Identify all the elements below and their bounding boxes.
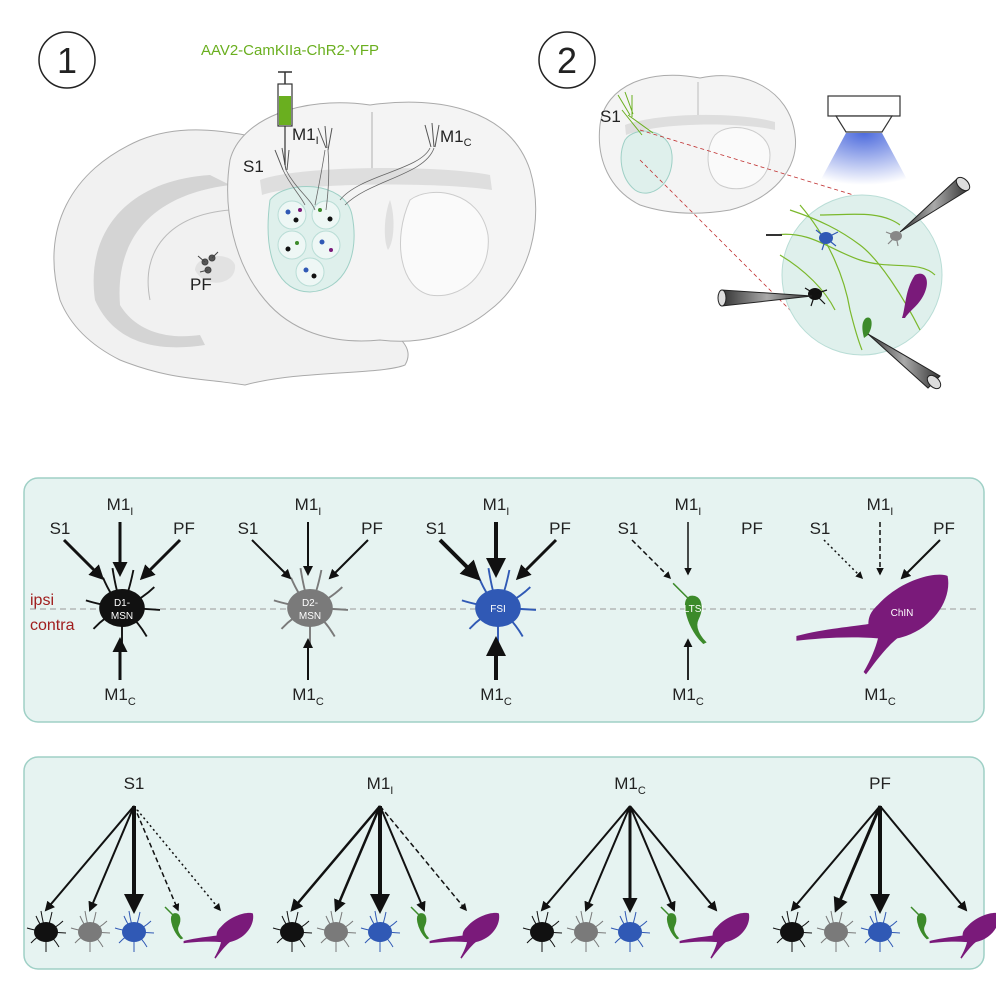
cell-label2-d1: MSN: [111, 611, 133, 622]
s1-label: S1: [243, 157, 264, 176]
microscope-objective-icon: [818, 96, 910, 185]
input-label-pf: PF: [173, 519, 195, 538]
step-1-label: 1: [57, 40, 77, 81]
cell-label-chin: ChIN: [891, 608, 914, 619]
input-label-s1: S1: [50, 519, 71, 538]
panel-1-sagittal-coronal: 1 AAV2-CamKIIa-ChR2-YFP PF: [39, 32, 536, 385]
input-summary-panel: ipsi contra S1M1IPFM1CD1-MSNS1M1IPFM1CD2…: [24, 478, 984, 722]
cell-label2-d2: MSN: [299, 611, 321, 622]
virus-label: AAV2-CamKIIa-ChR2-YFP: [201, 42, 379, 59]
contra-label: contra: [30, 617, 75, 634]
output-source-label: PF: [869, 774, 891, 793]
cell-label-fsi: FSI: [490, 604, 506, 615]
step-2-label: 2: [557, 40, 577, 81]
input-label-pf: PF: [549, 519, 571, 538]
panel2-s1-label: S1: [600, 107, 621, 126]
m1i-label: M1I: [292, 125, 319, 147]
pf-label: PF: [190, 275, 212, 294]
input-label-s1: S1: [426, 519, 447, 538]
ipsi-label: ipsi: [30, 592, 54, 609]
patch-electrode-upper-right: [900, 175, 972, 232]
slice-right-striatum: [708, 128, 770, 189]
input-label-s1: S1: [238, 519, 259, 538]
output-source-label: S1: [124, 774, 145, 793]
input-label-pf: PF: [933, 519, 955, 538]
panel-2-recording: 2 S1: [539, 32, 972, 391]
input-label-s1: S1: [618, 519, 639, 538]
cell-label-ltsi: LTSI: [684, 604, 704, 615]
input-label-pf: PF: [361, 519, 383, 538]
cell-label-d2: D2-: [302, 598, 318, 609]
cell-label-d1: D1-: [114, 598, 130, 609]
input-label-s1: S1: [810, 519, 831, 538]
input-label-pf: PF: [741, 519, 763, 538]
